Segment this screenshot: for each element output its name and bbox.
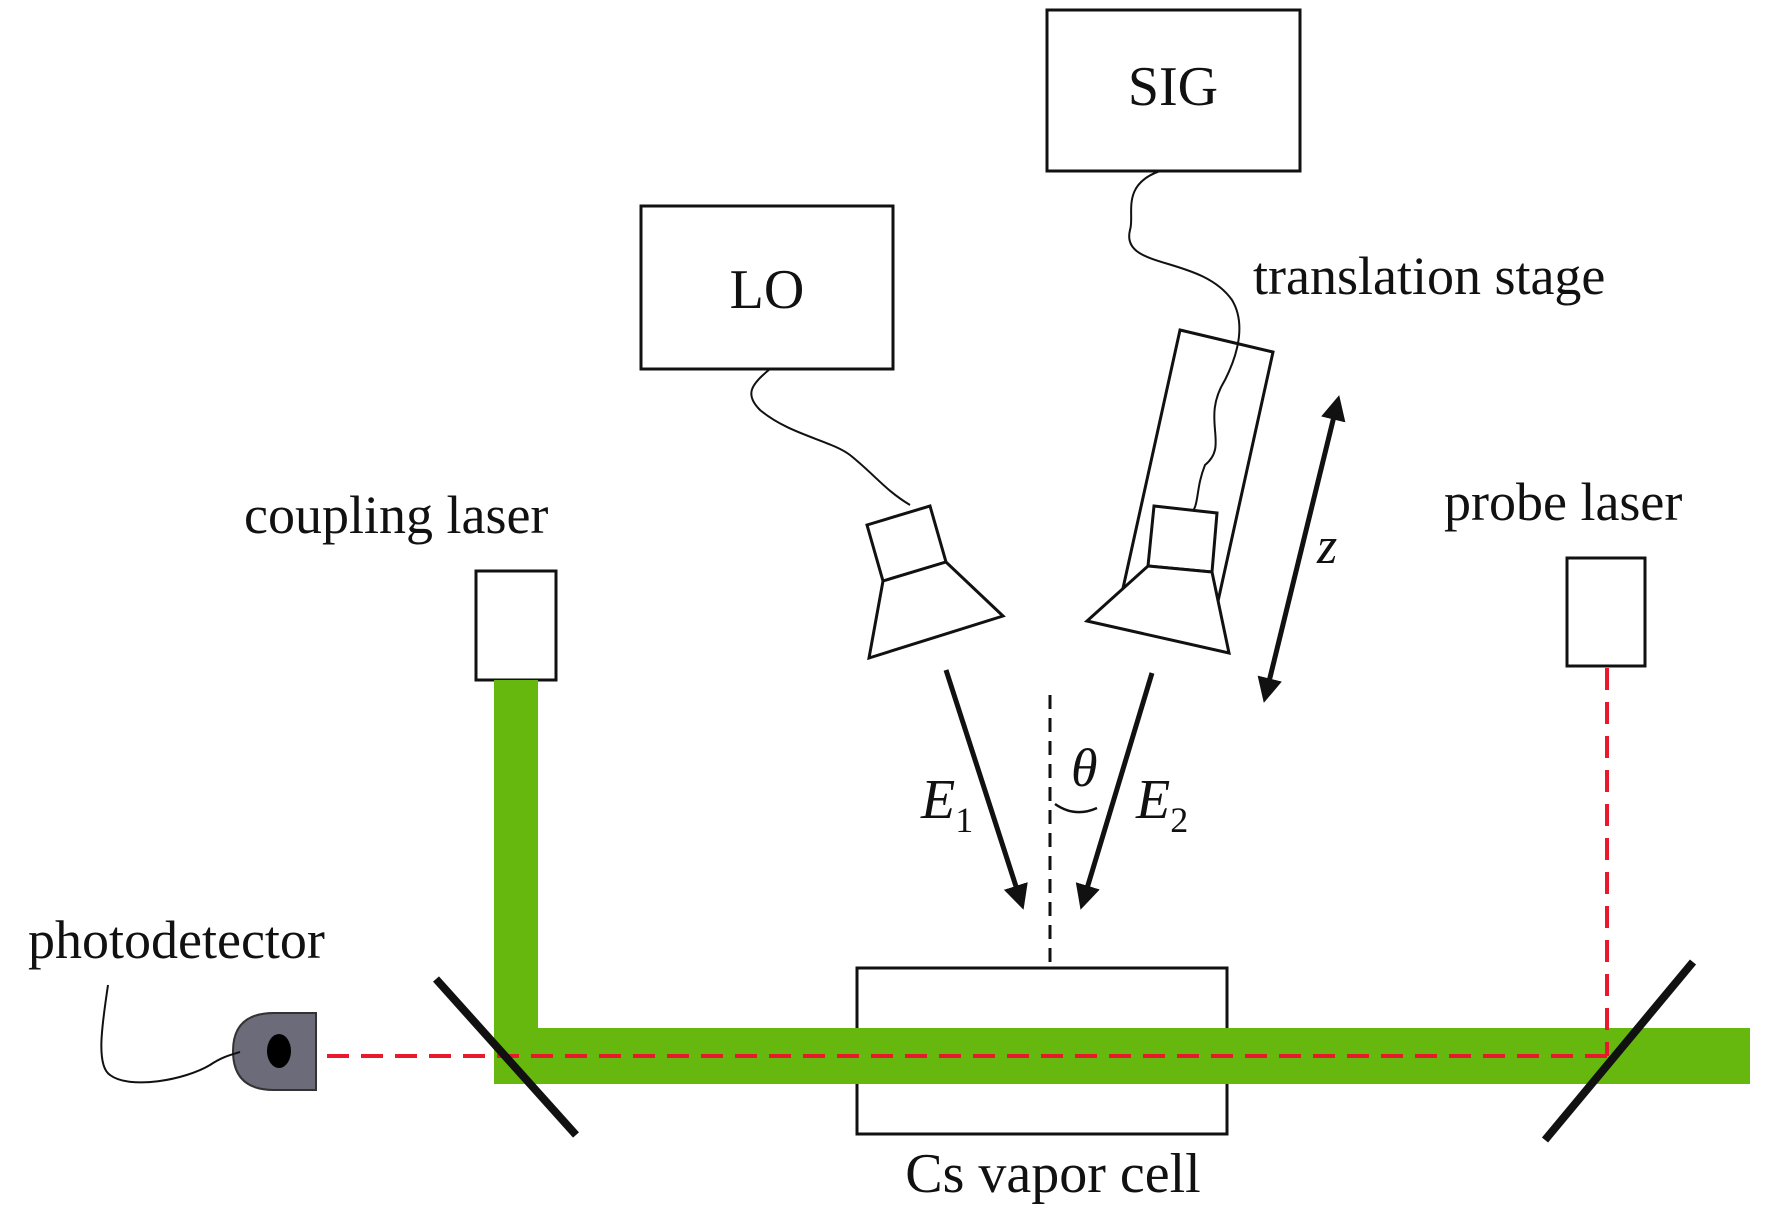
- coupling-laser: [474, 569, 558, 682]
- theta-label: θ: [1071, 738, 1098, 798]
- left-mirror: [433, 976, 579, 1138]
- z-label: z: [1316, 518, 1337, 575]
- e1-label: E1: [920, 769, 973, 840]
- sig-generator: SIG: [1045, 8, 1302, 173]
- photodetector: [231, 1012, 317, 1091]
- translation-stage-label: translation stage: [1253, 246, 1605, 306]
- photodetector-cable: [100, 984, 241, 1084]
- vapor-cell-label: Cs vapor cell: [905, 1143, 1200, 1205]
- lo-label: LO: [730, 259, 805, 321]
- probe-beam: [316, 668, 1609, 1058]
- lo-horn-antenna: [865, 504, 1006, 661]
- probe-laser-label: probe laser: [1444, 472, 1682, 532]
- theta-angle-arc: [1054, 802, 1098, 814]
- right-mirror: [1541, 959, 1697, 1143]
- photodetector-label: photodetector: [28, 910, 325, 970]
- sig-horn-antenna: [1083, 504, 1231, 655]
- e1-subscript: 1: [955, 800, 973, 840]
- probe-laser: [1565, 556, 1647, 668]
- sig-label: SIG: [1128, 56, 1218, 118]
- coupling-laser-label: coupling laser: [244, 485, 548, 545]
- sig-cable: [1128, 170, 1241, 516]
- lo-cable: [750, 368, 911, 506]
- z-translation-arrow: [1257, 395, 1346, 703]
- e2-subscript: 2: [1170, 800, 1188, 840]
- e2-field-arrow: [1075, 672, 1155, 910]
- lo-generator: LO: [639, 204, 895, 371]
- e2-label: E2: [1135, 769, 1188, 840]
- e1-field-arrow: [943, 669, 1028, 910]
